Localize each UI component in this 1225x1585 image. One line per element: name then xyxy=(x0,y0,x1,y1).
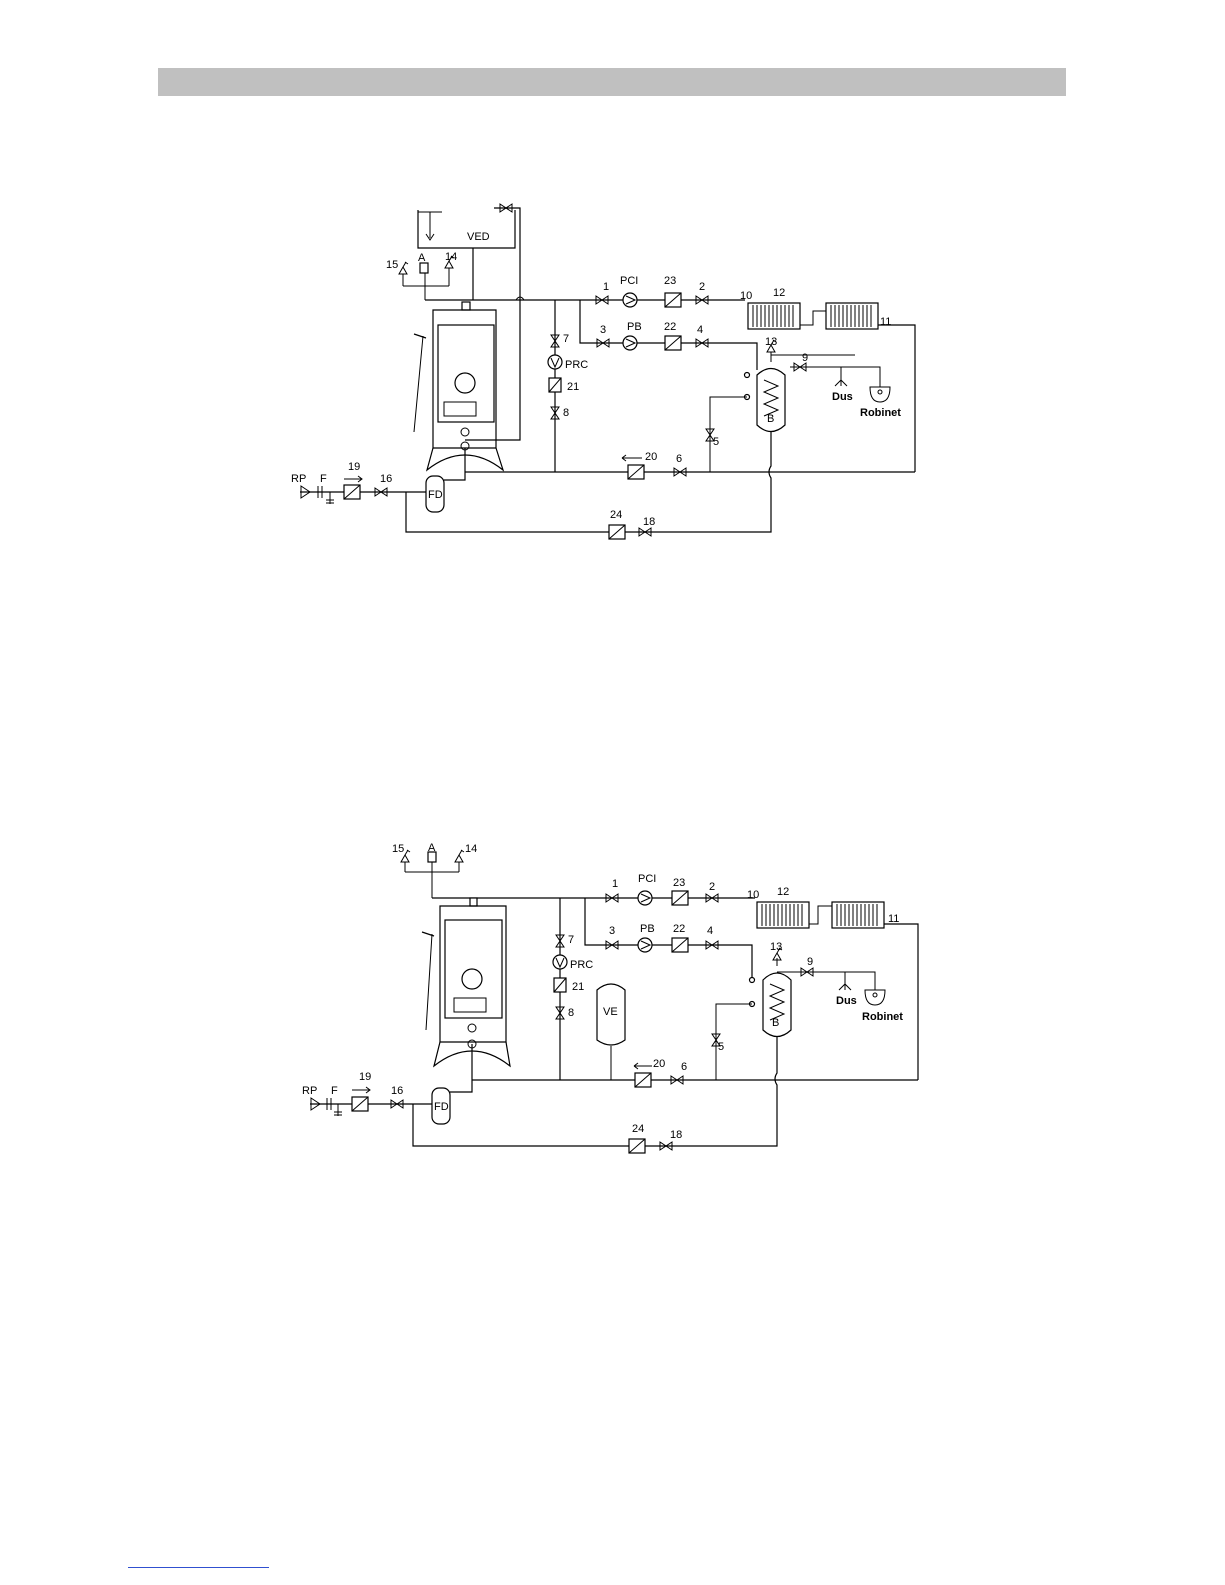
label-f: F xyxy=(320,473,327,485)
label-18: 18 xyxy=(643,516,655,528)
label-12: 12 xyxy=(773,287,785,299)
label-23: 23 xyxy=(664,275,676,287)
label-19-2: 19 xyxy=(359,1071,371,1083)
label-rp: RP xyxy=(291,473,306,485)
label-11: 11 xyxy=(880,316,891,328)
label-2: 2 xyxy=(699,281,705,293)
label-prc-2: PRC xyxy=(570,959,593,971)
label-21: 21 xyxy=(567,381,579,393)
label-4-2: 4 xyxy=(707,925,713,937)
label-b: B xyxy=(767,413,774,425)
label-1-2: 1 xyxy=(612,878,618,890)
diagram-1-closed-vessel: VED A 15 14 xyxy=(291,204,915,539)
label-24: 24 xyxy=(610,509,622,521)
label-5: 5 xyxy=(713,436,719,448)
label-8: 8 xyxy=(563,407,569,419)
label-19: 19 xyxy=(348,461,360,473)
label-8-2: 8 xyxy=(568,1007,574,1019)
label-3-2: 3 xyxy=(609,925,615,937)
footnote-rule xyxy=(128,1567,269,1568)
label-2-2: 2 xyxy=(709,881,715,893)
label-fd: FD xyxy=(428,489,443,501)
label-15-2: 15 xyxy=(392,843,404,855)
label-dus-2: Dus xyxy=(836,995,857,1007)
safety-group-top-2 xyxy=(401,850,464,898)
label-10: 10 xyxy=(740,290,752,302)
label-20: 20 xyxy=(645,451,657,463)
label-16: 16 xyxy=(380,473,392,485)
label-24-2: 24 xyxy=(632,1123,644,1135)
label-7-2: 7 xyxy=(568,934,574,946)
label-a: A xyxy=(418,252,426,264)
label-20-2: 20 xyxy=(653,1058,665,1070)
label-9-2: 9 xyxy=(807,956,813,968)
label-21-2: 21 xyxy=(572,981,584,993)
label-10-2: 10 xyxy=(747,889,759,901)
label-fd-2: FD xyxy=(434,1101,449,1113)
label-14-2: 14 xyxy=(465,843,477,855)
label-ved: VED xyxy=(467,231,490,243)
label-b-2: B xyxy=(772,1017,779,1029)
expansion-vessel-ve xyxy=(597,984,625,1080)
label-pci: PCI xyxy=(620,275,638,287)
label-7: 7 xyxy=(563,333,569,345)
label-11-2: 11 xyxy=(888,913,899,925)
hot-water-tank-b-2 xyxy=(750,948,886,1037)
label-pb-2: PB xyxy=(640,923,655,935)
label-f-2: F xyxy=(331,1085,338,1097)
label-pci-2: PCI xyxy=(638,873,656,885)
label-12-2: 12 xyxy=(777,886,789,898)
label-1: 1 xyxy=(603,281,609,293)
label-3: 3 xyxy=(600,324,606,336)
label-rp-2: RP xyxy=(302,1085,317,1097)
label-4: 4 xyxy=(697,324,703,336)
label-22-2: 22 xyxy=(673,923,685,935)
boiler xyxy=(414,302,503,470)
diagram-2-open-vessel: 15 A 14 7 PRC 21 8 xyxy=(302,842,918,1153)
label-16-2: 16 xyxy=(391,1085,403,1097)
label-a-2: A xyxy=(428,842,436,854)
label-15: 15 xyxy=(386,259,398,271)
label-9: 9 xyxy=(802,352,808,364)
boiler-2 xyxy=(422,898,510,1066)
label-6-2: 6 xyxy=(681,1061,687,1073)
label-robinet-2: Robinet xyxy=(862,1011,903,1023)
label-5-2: 5 xyxy=(718,1041,724,1053)
label-22: 22 xyxy=(664,321,676,333)
label-13-2: 13 xyxy=(770,941,782,953)
label-23-2: 23 xyxy=(673,877,685,889)
label-13: 13 xyxy=(765,336,777,348)
label-6: 6 xyxy=(676,453,682,465)
label-pb: PB xyxy=(627,321,642,333)
label-robinet: Robinet xyxy=(860,407,901,419)
label-14: 14 xyxy=(445,251,457,263)
label-prc: PRC xyxy=(565,359,588,371)
label-18-2: 18 xyxy=(670,1129,682,1141)
label-dus: Dus xyxy=(832,391,853,403)
label-ve: VE xyxy=(603,1006,618,1018)
